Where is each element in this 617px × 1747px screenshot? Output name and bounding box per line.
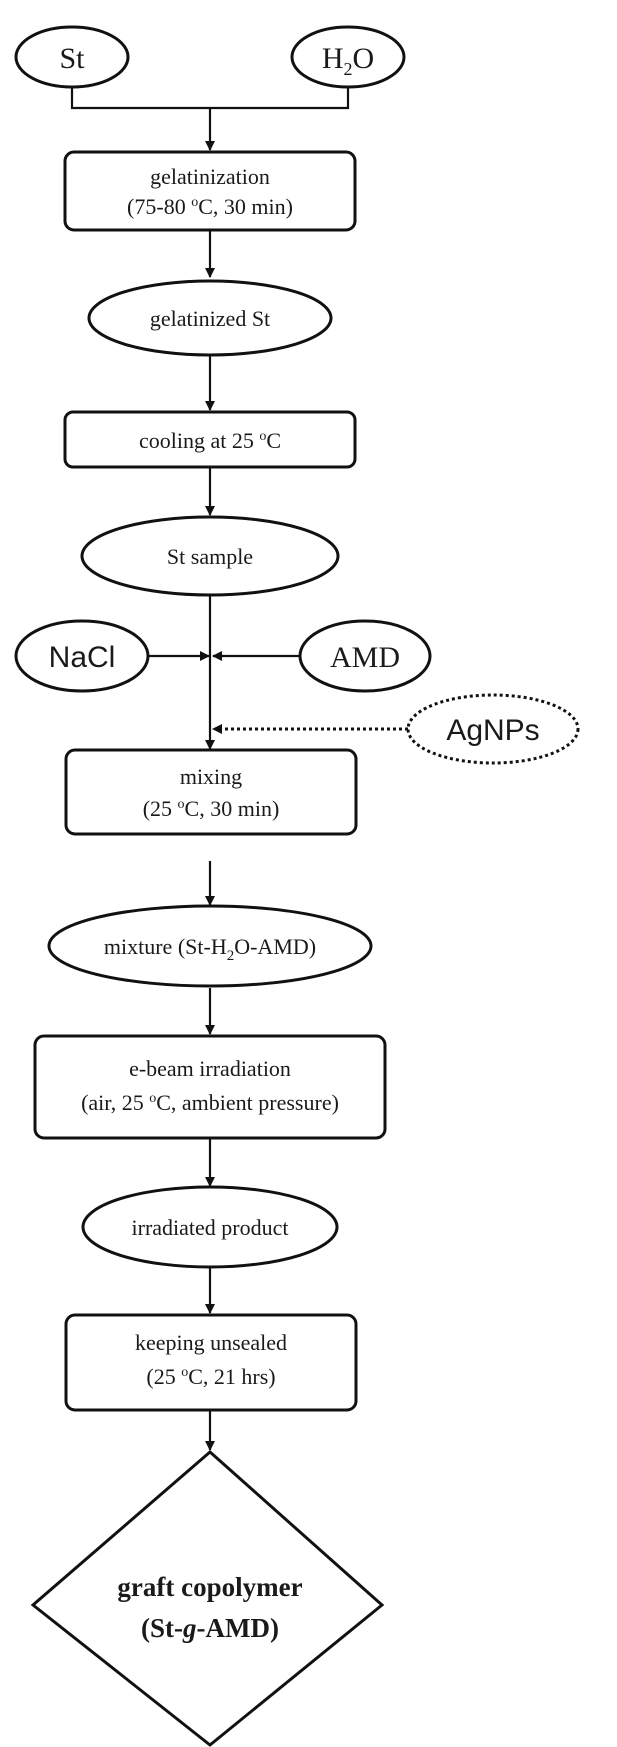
gelatinization-line1: gelatinization [150,164,270,189]
mixing-line1: mixing [180,764,242,789]
amd-ellipse [298,619,432,693]
dotted-arrowhead [212,724,222,734]
graft-line2: (St-g-AMD) [141,1613,279,1643]
gelatinization-box [63,150,357,232]
node-irradiated: irradiated product [81,1185,339,1269]
node-amd: AMD [298,619,432,693]
st-ellipse [14,25,130,89]
gelatinized-ellipse [87,279,333,357]
node-gelatinization: gelatinization (75-80 oC, 30 min) [63,150,357,232]
h2o-ellipse [290,25,406,89]
node-graft: graft copolymer (St-g-AMD) [30,1450,385,1747]
graft-diamond [30,1450,385,1747]
node-st: St [14,25,130,89]
amd-label: AMD [330,641,400,674]
keeping-line2: (25 oC, 21 hrs) [146,1364,275,1389]
ebeam-line1: e-beam irradiation [129,1056,291,1081]
irradiated-label: irradiated product [132,1215,289,1240]
node-sample: St sample [80,515,340,597]
gelatinization-line2: (75-80 oC, 30 min) [127,194,293,219]
st-label: St [59,42,85,75]
gelatinized-label: gelatinized St [150,306,270,331]
mixture-label: mixture (St-H2O-AMD) [104,934,316,964]
nacl-ellipse [14,619,150,693]
mixing-box [64,748,358,836]
sample-ellipse [80,515,340,597]
sample-label: St sample [167,544,253,569]
agnps-ellipse [406,693,580,765]
h2o-label: H2O [322,42,374,79]
graft-line1: graft copolymer [117,1572,302,1602]
keeping-line1: keeping unsealed [135,1330,287,1355]
connectors [70,85,408,1451]
node-keeping: keeping unsealed (25 oC, 21 hrs) [64,1313,358,1412]
node-gelatinized: gelatinized St [87,279,333,357]
ebeam-box [33,1034,387,1140]
keeping-box [64,1313,358,1412]
merge-line [70,85,350,110]
node-cooling: cooling at 25 oC [63,410,357,469]
node-nacl: NaCl [14,619,150,693]
mixture-ellipse [47,904,373,988]
agnps-label: AgNPs [446,714,539,747]
irradiated-ellipse [81,1185,339,1269]
ebeam-line2: (air, 25 oC, ambient pressure) [81,1090,339,1115]
cooling-label: cooling at 25 oC [139,428,281,453]
mixing-line2: (25 oC, 30 min) [143,796,280,821]
cooling-box [63,410,357,469]
node-mixing: mixing (25 oC, 30 min) [64,748,358,836]
node-h2o: H2O [290,25,406,89]
node-agnps: AgNPs [406,693,580,765]
node-mixture: mixture (St-H2O-AMD) [47,904,373,988]
node-ebeam: e-beam irradiation (air, 25 oC, ambient … [33,1034,387,1140]
nacl-label: NaCl [49,641,116,674]
